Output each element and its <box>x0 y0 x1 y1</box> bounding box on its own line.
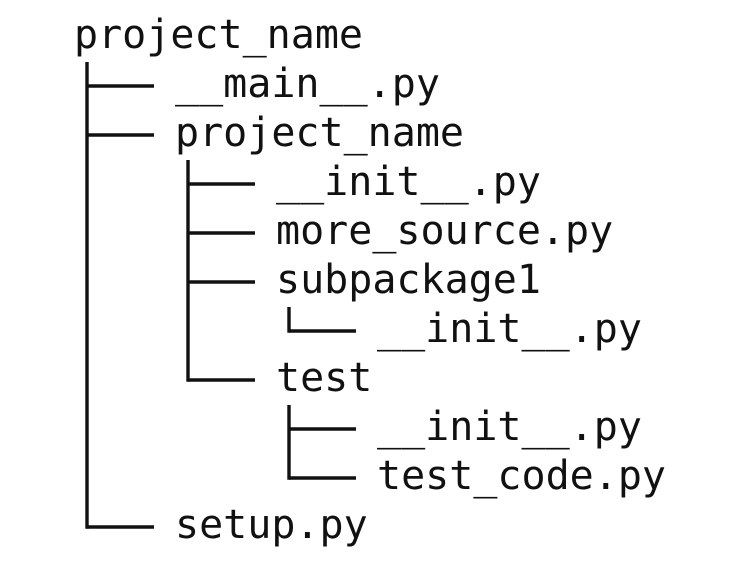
file-name: __main__.py <box>175 61 440 107</box>
file-name: test_code.py <box>377 453 666 499</box>
tree-labels: project_name__main__.pyproject_name__ini… <box>74 12 666 548</box>
folder-name: test <box>276 355 372 401</box>
folder-name: project_name <box>175 110 464 156</box>
file-name: setup.py <box>175 502 368 548</box>
folder-name: subpackage1 <box>276 257 541 303</box>
file-name: __init__.py <box>377 306 642 352</box>
file-name: __init__.py <box>377 404 642 450</box>
file-name: __init__.py <box>276 159 541 205</box>
folder-name: project_name <box>74 12 363 58</box>
tree-connectors <box>85 62 356 529</box>
file-name: more_source.py <box>276 208 613 254</box>
